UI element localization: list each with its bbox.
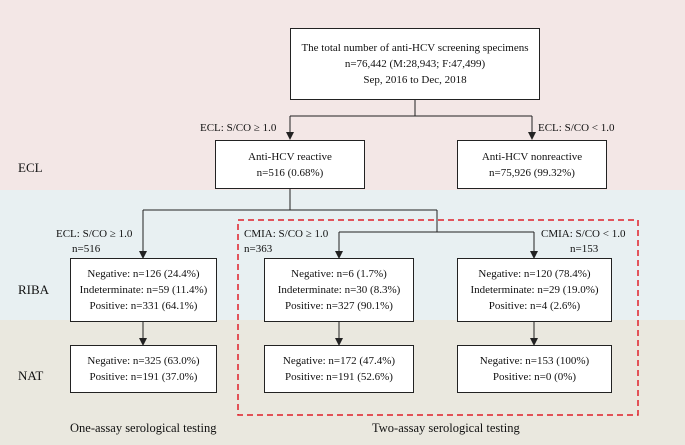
- total-specimens-box: The total number of anti-HCV screening s…: [290, 28, 540, 100]
- total-specimens-period: Sep, 2016 to Dec, 2018: [363, 74, 467, 86]
- riba-box-one-assay: Negative: n=126 (24.4%) Indeterminate: n…: [70, 258, 217, 322]
- caption-two-assay: Two-assay serological testing: [372, 421, 520, 435]
- nat-box-cmia-positive: Negative: n=172 (47.4%) Positive: n=191 …: [264, 345, 414, 393]
- label-cmia-neg-n: n=153: [570, 243, 599, 255]
- caption-one-assay: One-assay serological testing: [70, 421, 217, 435]
- nat-negative: Negative: n=172 (47.4%): [282, 355, 396, 367]
- nonreactive-count: n=75,926 (99.32%): [489, 166, 575, 179]
- label-cmia-neg-cond: CMIA: S/CO < 1.0: [541, 228, 626, 240]
- nat-negative: Negative: n=153 (100%): [479, 355, 590, 367]
- total-specimens-title: The total number of anti-HCV screening s…: [301, 42, 529, 54]
- reactive-title: Anti-HCV reactive: [248, 150, 332, 163]
- row-label-riba: RIBA: [18, 282, 50, 297]
- riba-negative: Negative: n=6 (1.7%): [291, 268, 387, 280]
- nat-negative: Negative: n=325 (63.0%): [87, 355, 200, 367]
- riba-positive: Positive: n=331 (64.1%): [89, 300, 198, 312]
- nat-positive: Positive: n=0 (0%): [492, 371, 577, 383]
- nat-positive: Positive: n=191 (37.0%): [89, 371, 198, 383]
- label-one-assay-cond: ECL: S/CO ≥ 1.0: [56, 228, 133, 240]
- label-one-assay-n: n=516: [72, 243, 101, 255]
- row-label-nat: NAT: [18, 368, 44, 383]
- label-ecl-nonreactive-cond: ECL: S/CO < 1.0: [538, 122, 615, 134]
- anti-hcv-reactive-box: Anti-HCV reactive n=516 (0.68%): [215, 140, 365, 189]
- riba-box-cmia-positive: Negative: n=6 (1.7%) Indeterminate: n=30…: [264, 258, 414, 322]
- nat-box-cmia-negative: Negative: n=153 (100%) Positive: n=0 (0%…: [457, 345, 612, 393]
- two-assay-dashed-region: [237, 219, 639, 416]
- riba-indeterminate: Indeterminate: n=29 (19.0%): [470, 284, 599, 296]
- label-cmia-pos-cond: CMIA: S/CO ≥ 1.0: [244, 228, 329, 240]
- label-cmia-pos-n: n=363: [244, 243, 273, 255]
- riba-indeterminate: Indeterminate: n=30 (8.3%): [277, 284, 401, 296]
- riba-negative: Negative: n=120 (78.4%): [478, 268, 591, 280]
- nat-box-one-assay: Negative: n=325 (63.0%) Positive: n=191 …: [70, 345, 217, 393]
- riba-negative: Negative: n=126 (24.4%): [87, 268, 200, 280]
- nonreactive-title: Anti-HCV nonreactive: [481, 150, 583, 163]
- riba-indeterminate: Indeterminate: n=59 (11.4%): [79, 284, 208, 296]
- riba-box-cmia-negative: Negative: n=120 (78.4%) Indeterminate: n…: [457, 258, 612, 322]
- row-label-ecl: ECL: [18, 160, 43, 175]
- riba-positive: Positive: n=327 (90.1%): [285, 300, 393, 312]
- nat-positive: Positive: n=191 (52.6%): [285, 371, 393, 383]
- reactive-count: n=516 (0.68%): [256, 166, 324, 179]
- label-ecl-reactive-cond: ECL: S/CO ≥ 1.0: [200, 122, 277, 134]
- total-specimens-count: n=76,442 (M:28,943; F:47,499): [344, 58, 486, 70]
- anti-hcv-nonreactive-box: Anti-HCV nonreactive n=75,926 (99.32%): [457, 140, 607, 189]
- riba-positive: Positive: n=4 (2.6%): [488, 300, 581, 312]
